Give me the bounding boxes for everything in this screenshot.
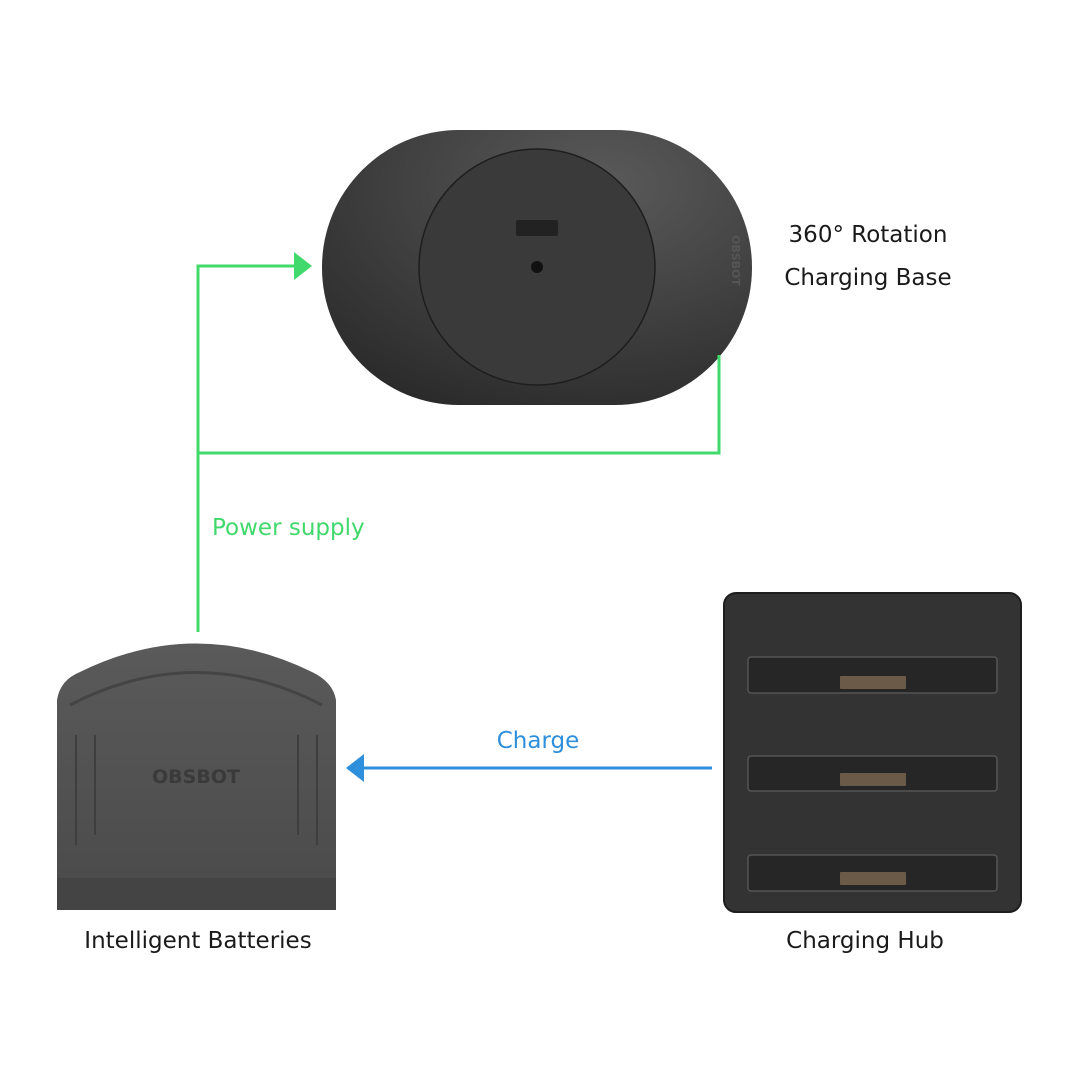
battery-brand-logo: OBSBOT: [152, 766, 240, 788]
battery-slot-1: [747, 656, 998, 694]
power-supply-connector: [196, 252, 721, 632]
base-label-line2: Charging Base: [784, 265, 952, 291]
mount-hole-icon: [531, 261, 543, 273]
slot-contacts-icon: [840, 872, 906, 885]
slot-contacts-icon: [840, 676, 906, 689]
charging-hub-device: [723, 592, 1022, 913]
charge-arrowhead-icon: [346, 754, 364, 782]
charge-connector: [346, 754, 712, 782]
charging-base-device: OBSBOT: [322, 130, 752, 405]
power-supply-label: Power supply: [212, 515, 365, 541]
base-brand-logo: OBSBOT: [729, 235, 742, 286]
base-label-line1: 360° Rotation: [788, 222, 948, 248]
hub-label: Charging Hub: [786, 928, 944, 954]
charge-label: Charge: [496, 728, 580, 754]
batteries-label: Intelligent Batteries: [84, 928, 312, 954]
connector-pins-icon: [516, 220, 558, 236]
intelligent-battery-device: OBSBOT: [57, 643, 336, 910]
slot-contacts-icon: [840, 773, 906, 786]
power-arrowhead-icon: [294, 252, 312, 280]
